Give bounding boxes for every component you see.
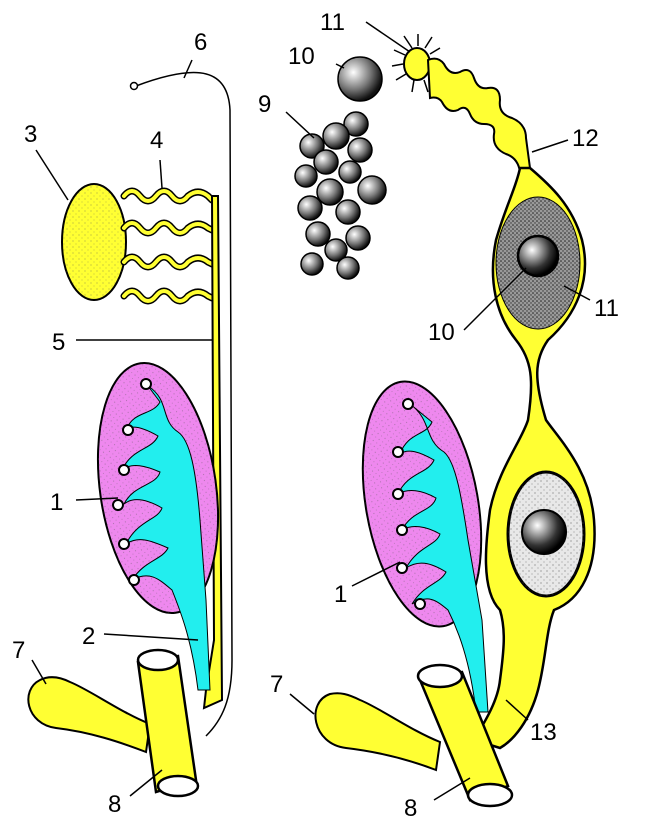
tube-8-left xyxy=(138,656,196,792)
filament-tip xyxy=(131,83,138,90)
label-11-mid: 11 xyxy=(594,295,619,322)
label-4: 4 xyxy=(150,127,163,154)
vesicle-7-right xyxy=(315,693,440,770)
ball-10-top xyxy=(338,57,382,101)
cluster-9 xyxy=(295,112,386,279)
lower-nucleus xyxy=(522,510,566,554)
label-1-left: 1 xyxy=(50,489,63,516)
label-10-mid: 10 xyxy=(428,319,455,346)
label-6: 6 xyxy=(194,29,207,56)
label-13: 13 xyxy=(530,719,557,746)
label-7-right: 7 xyxy=(270,671,283,698)
vesicle-7-left xyxy=(28,677,150,752)
label-8-right: 8 xyxy=(404,795,417,822)
label-11-top: 11 xyxy=(320,9,345,36)
wavy-tubules-4 xyxy=(124,191,212,301)
label-9: 9 xyxy=(258,91,271,118)
label-10-top: 10 xyxy=(288,43,315,70)
label-3: 3 xyxy=(24,121,37,148)
wavy-stalk-12 xyxy=(428,59,530,172)
label-7-left: 7 xyxy=(12,637,25,664)
label-8-left: 8 xyxy=(108,791,121,818)
label-12: 12 xyxy=(572,125,599,152)
right-figure xyxy=(295,34,595,806)
label-1-right: 1 xyxy=(334,581,347,608)
label-2: 2 xyxy=(82,623,95,650)
left-figure xyxy=(28,73,233,797)
label-5: 5 xyxy=(52,329,65,356)
